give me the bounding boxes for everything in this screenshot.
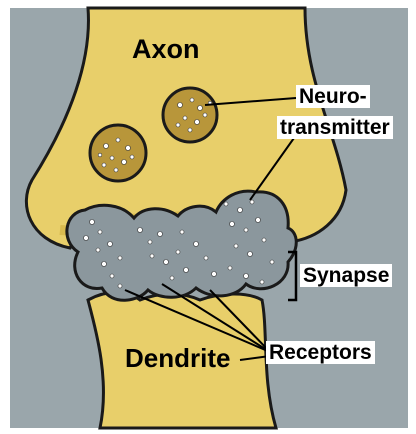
neurotransmitter-label-line2: transmitter [277,116,393,139]
dendrite-label: Dendrite [125,345,230,371]
synapse-label: Synapse [300,264,392,287]
receptors-label: Receptors [266,341,375,364]
vesicle [90,125,146,181]
neurotransmitter-label-line1: Neuro- [296,85,370,108]
axon-label: Axon [132,36,200,63]
vesicle [163,88,217,142]
